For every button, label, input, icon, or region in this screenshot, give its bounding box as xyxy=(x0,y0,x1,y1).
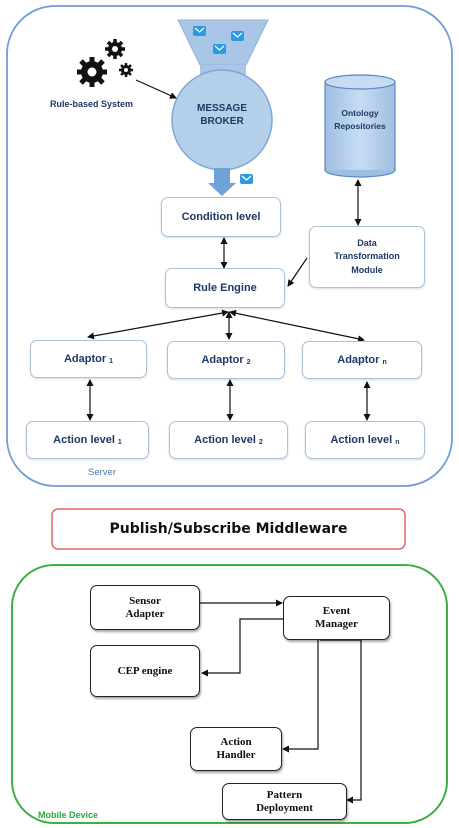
action-level-2-subscript: 2 xyxy=(258,438,263,446)
condition-level-label: Condition level xyxy=(181,211,261,223)
action-handler-line-2: Handler xyxy=(216,749,256,761)
rule-engine-box: Rule Engine xyxy=(165,268,285,308)
server-container xyxy=(6,5,453,487)
rule-engine-label: Rule Engine xyxy=(193,282,257,294)
action-level-n-label: Action level xyxy=(330,434,393,446)
action-level-1-subscript: 1 xyxy=(117,438,122,446)
adaptor-n-subscript: n xyxy=(382,358,387,366)
ontology-label: Ontology Repositories xyxy=(325,100,395,140)
cep-engine-label: CEP engine xyxy=(117,664,173,677)
middleware-bar xyxy=(51,508,406,550)
action-level-2-label: Action level xyxy=(194,434,256,446)
data-transformation-line-2: Transformation xyxy=(334,251,400,262)
event-manager-line-2: Manager xyxy=(315,618,358,630)
event-manager-line-1: Event xyxy=(322,605,351,618)
sensor-adapter-box: Sensor Adapter xyxy=(90,585,200,630)
adaptor-1-subscript: 1 xyxy=(109,357,114,365)
rule-based-system-label: Rule-based System xyxy=(50,99,134,109)
action-level-n-subscript: n xyxy=(395,438,400,446)
mobile-container xyxy=(11,564,448,824)
data-transformation-box: Data Transformation Module xyxy=(309,226,425,288)
funnel-icon xyxy=(177,19,269,66)
message-broker-label: MESSAGE BROKER xyxy=(182,92,262,138)
condition-level-box: Condition level xyxy=(161,197,281,237)
database-cylinder-icon xyxy=(324,74,396,178)
middleware-label: Publish/Subscribe Middleware xyxy=(109,521,348,537)
ontology-line-2: Repositories xyxy=(334,121,386,131)
action-level-1-label: Action level xyxy=(53,434,115,446)
adaptor-1-label: Adaptor xyxy=(63,353,107,365)
mobile-device-label: Mobile Device xyxy=(38,810,99,820)
cep-engine-box: CEP engine xyxy=(90,645,200,697)
adaptor-2-label: Adaptor xyxy=(201,354,244,366)
adaptor-2-subscript: 2 xyxy=(246,358,251,366)
data-transformation-line-3: Module xyxy=(351,264,383,275)
sensor-adapter-line-1: Sensor xyxy=(129,594,161,607)
adaptor-n-label: Adaptor xyxy=(337,354,380,366)
action-handler-box: Action Handler xyxy=(190,727,282,771)
pattern-deployment-line-2: Deployment xyxy=(256,801,313,814)
action-handler-line-1: Action xyxy=(220,736,252,749)
message-broker-line-1: MESSAGE xyxy=(196,103,247,114)
gears-icon xyxy=(77,39,133,87)
sensor-adapter-line-2: Adapter xyxy=(125,607,165,620)
server-label: Server xyxy=(88,467,116,478)
event-manager-box: Event Manager xyxy=(283,596,390,640)
data-transformation-line-1: Data xyxy=(357,238,377,249)
down-arrow-icon xyxy=(208,168,236,196)
envelope-icon xyxy=(193,26,253,184)
ontology-line-1: Ontology xyxy=(341,108,379,119)
pattern-deployment-line-1: Pattern xyxy=(266,788,303,801)
message-broker-line-2: BROKER xyxy=(200,116,244,127)
pattern-deployment-box: Pattern Deployment xyxy=(222,783,347,820)
